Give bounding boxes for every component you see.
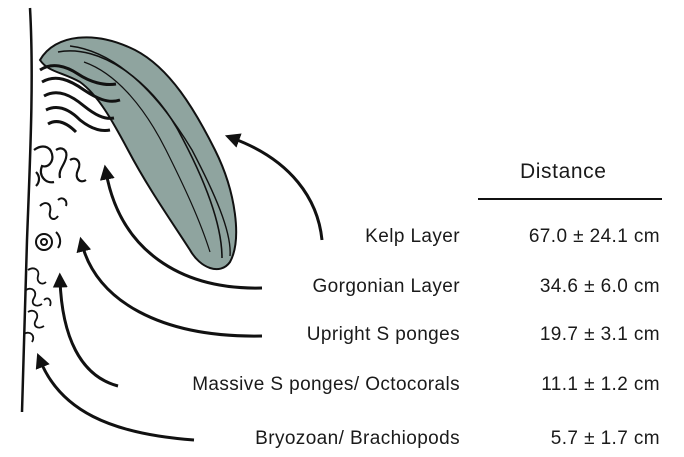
layer-label-gorgonian: Gorgonian Layer [312,276,460,298]
layer-label-kelp: Kelp Layer [365,226,460,248]
massive-sponges-illustration [36,198,66,250]
kelp-layer-arrow [232,138,322,240]
distance-value-upright-sponges: 19.7 ± 3.1 cm [540,324,660,346]
header-divider [478,198,662,200]
layer-label-upright-sponges: Upright S ponges [307,324,460,346]
kelp-layer-illustration [40,37,236,269]
massive-sponges-arrow [60,280,118,386]
distance-value-kelp: 67.0 ± 24.1 cm [529,226,660,248]
layer-label-bryozoan: Bryozoan/ Brachiopods [255,428,460,450]
distance-value-bryozoan: 5.7 ± 1.7 cm [551,428,660,450]
distance-value-massive-sponges: 11.1 ± 1.2 cm [541,374,660,396]
layer-label-massive-sponges: Massive S ponges/ Octocorals [192,374,460,396]
bryozoan-arrow [40,360,194,440]
bryozoan-illustration [24,268,51,342]
upright-sponges-arrow [82,244,262,336]
upright-sponges-illustration [34,147,86,186]
distance-column-heading: Distance [520,160,607,184]
distance-value-gorgonian: 34.6 ± 6.0 cm [540,276,660,298]
substrate-wall-line [22,8,32,412]
